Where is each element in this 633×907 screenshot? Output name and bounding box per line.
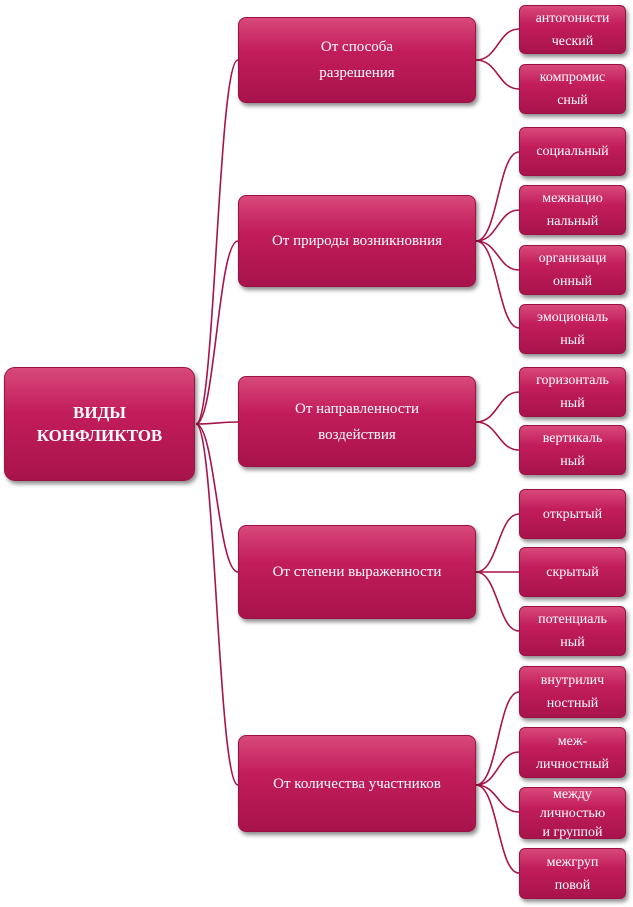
connector-root-cat2 <box>195 240 239 425</box>
leaf-label: меж- личностный <box>535 733 610 772</box>
connector-cat5-leaf4 <box>475 784 520 874</box>
root-node: ВИДЫ КОНФЛИКТОВ <box>4 367 195 481</box>
leaf-emotional: эмоциональ ный <box>519 304 626 354</box>
leaf-label: между личностью и группой <box>539 786 606 840</box>
category-expression: От степени выраженности <box>238 525 476 619</box>
category-label: От способа разрешения <box>319 39 395 81</box>
leaf-label: открытый <box>542 506 603 522</box>
leaf-vertical: вертикаль ный <box>519 425 626 475</box>
leaf-hidden: скрытый <box>519 547 626 597</box>
connector-cat5-leaf2 <box>475 751 520 786</box>
leaf-label: антогонисти ческий <box>535 10 610 49</box>
connector-root-cat5 <box>195 423 239 786</box>
leaf-label: организаци онный <box>538 251 607 289</box>
leaf-label: вертикаль ный <box>542 431 603 469</box>
leaf-person-group: между личностью и группой <box>519 786 626 840</box>
leaf-label: социальный <box>536 144 609 159</box>
leaf-open: открытый <box>519 489 626 539</box>
connector-cat1-leaf2 <box>475 59 520 90</box>
leaf-interethnic: межнацио нальный <box>519 185 626 235</box>
connector-cat2-leaf4 <box>475 240 520 329</box>
connector-cat1-leaf1 <box>475 28 520 61</box>
category-label: От количества участников <box>273 775 441 792</box>
connector-cat5-leaf3 <box>475 784 520 813</box>
leaf-organizational: организаци онный <box>519 245 626 295</box>
connector-root-cat3 <box>195 421 239 425</box>
category-resolution: От способа разрешения <box>238 17 476 103</box>
leaf-horizontal: горизонталь ный <box>519 367 626 417</box>
leaf-label: межнацио нальный <box>542 191 603 229</box>
leaf-label: компромис сный <box>539 70 606 108</box>
leaf-compromise: компромис сный <box>519 64 626 114</box>
leaf-intrapersonal: внутрилич ностный <box>519 666 626 718</box>
leaf-social: социальный <box>519 127 626 176</box>
leaf-potential: потенциаль ный <box>519 606 626 656</box>
category-label: От природы возникновния <box>271 233 443 249</box>
leaf-label: внутрилич ностный <box>540 673 605 711</box>
leaf-label: эмоциональ ный <box>537 310 608 348</box>
leaf-interpersonal: меж- личностный <box>519 727 626 778</box>
connector-cat2-leaf1 <box>475 151 520 242</box>
category-participants: От количества участников <box>238 735 476 832</box>
leaf-label: межгруп повой <box>546 854 599 893</box>
category-label: От степени выраженности <box>272 564 442 580</box>
leaf-antagonistic: антогонисти ческий <box>519 5 626 54</box>
leaf-intergroup: межгруп повой <box>519 848 626 899</box>
category-origin: От природы возникновния <box>238 195 476 287</box>
connector-cat3-leaf2 <box>475 421 520 451</box>
leaf-label: горизонталь ный <box>536 373 609 411</box>
connector-cat4-leaf3 <box>475 571 520 632</box>
connector-cat3-leaf1 <box>475 391 520 423</box>
connector-cat2-leaf2 <box>475 209 520 242</box>
leaf-label: потенциаль ный <box>538 612 607 650</box>
connector-cat5-leaf1 <box>475 691 520 786</box>
category-label: От направленности воздействия <box>294 400 419 443</box>
connector-root-cat1 <box>195 59 239 425</box>
connector-cat2-leaf3 <box>475 240 520 271</box>
root-label: ВИДЫ КОНФЛИКТОВ <box>36 403 163 445</box>
connector-root-cat4 <box>195 423 239 573</box>
leaf-label: скрытый <box>546 564 599 580</box>
category-direction: От направленности воздействия <box>238 376 476 467</box>
connector-cat4-leaf1 <box>475 513 520 573</box>
